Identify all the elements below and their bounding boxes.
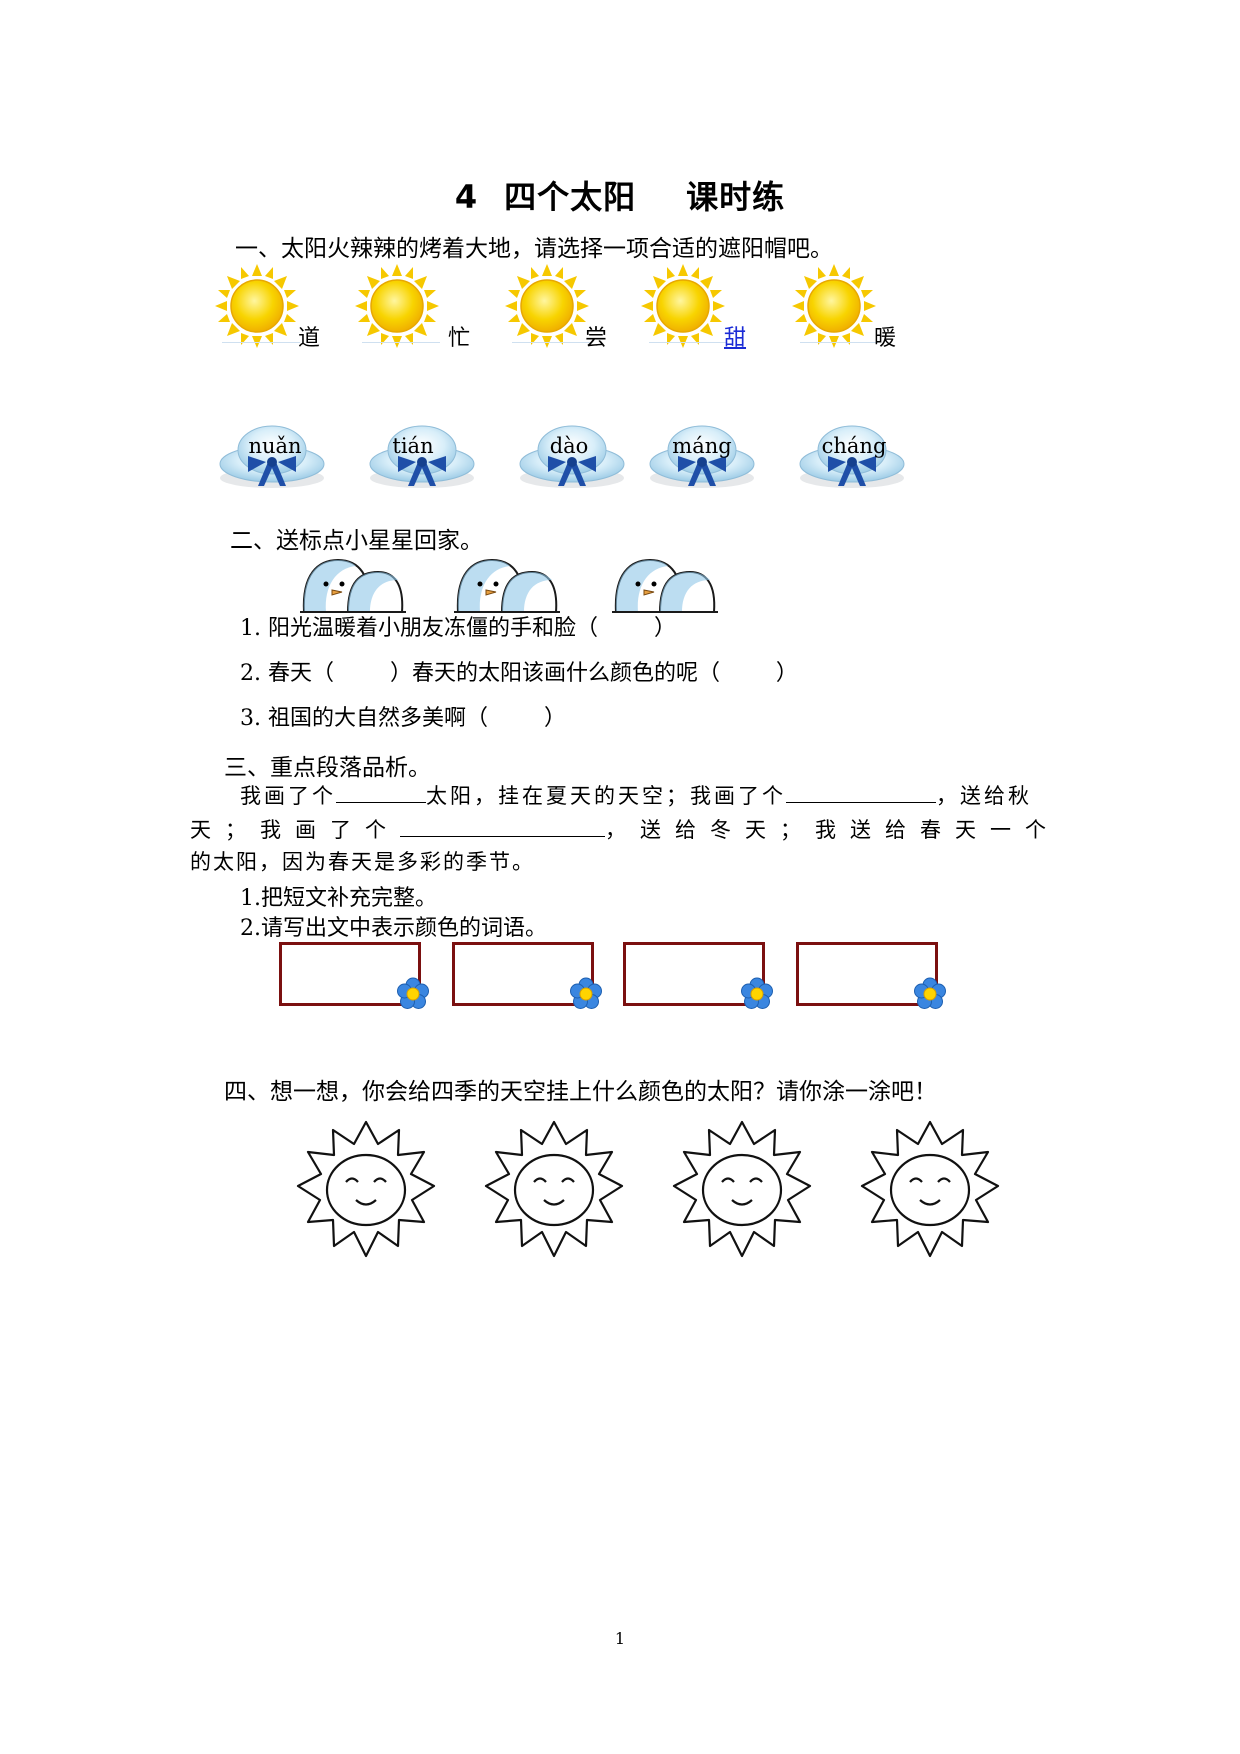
question-2: 2.请写出文中表示颜色的词语。 xyxy=(240,916,547,941)
sun-baseline xyxy=(649,342,727,343)
flower-row xyxy=(397,977,946,1009)
sun-baseline xyxy=(800,342,878,343)
lesson-name: 四个太阳 xyxy=(504,178,637,216)
question-1: 1.把短文补充完整。 xyxy=(240,886,437,911)
penguin-icon xyxy=(299,559,407,613)
hat-pinyin: dào xyxy=(549,434,589,458)
section4-heading: 四、想一想，你会给四季的天空挂上什么颜色的太阳？请你涂一涂吧！ xyxy=(224,1079,937,1105)
sun-baseline xyxy=(222,342,300,343)
hat-pinyin: nuǎn xyxy=(248,434,302,458)
answer-box[interactable] xyxy=(623,942,765,1006)
sun-label: 尝 xyxy=(585,326,608,351)
sun-icon xyxy=(791,263,877,349)
section1-heading: 一、太阳火辣辣的烤着大地，请选择一项合适的遮阳帽吧。 xyxy=(235,236,833,262)
flower-icon xyxy=(914,977,946,1009)
answer-box[interactable] xyxy=(279,942,421,1006)
page-number: 1 xyxy=(614,1629,626,1648)
sun-icon xyxy=(504,263,590,349)
fill-blank[interactable] xyxy=(786,782,936,803)
page-title: 4 四个太阳 课时练 xyxy=(0,172,1240,218)
sun-baseline xyxy=(362,342,440,343)
hat-pinyin: cháng xyxy=(821,434,887,458)
coloring-sun-icon[interactable] xyxy=(860,1120,1000,1258)
hat-pinyin: tián xyxy=(392,434,434,458)
flower-icon xyxy=(397,977,429,1009)
sun-label: 忙 xyxy=(448,326,471,351)
coloring-sun-icon[interactable] xyxy=(484,1120,624,1258)
sun-label-link[interactable]: 甜 xyxy=(724,326,747,351)
lesson-suffix: 课时练 xyxy=(686,178,786,216)
paragraph-line-3: 的太阳，因为春天是多彩的季节。 xyxy=(190,850,535,874)
coloring-sun-icon[interactable] xyxy=(296,1120,436,1258)
sun-icon xyxy=(214,263,300,349)
answer-box[interactable] xyxy=(452,942,594,1006)
sun-icon xyxy=(640,263,726,349)
section2-heading: 二、送标点小星星回家。 xyxy=(230,528,483,554)
sun-label: 暖 xyxy=(874,326,897,351)
paragraph-line-2: 天；我画了个，送给冬天；我送给春天一个 xyxy=(190,816,1060,842)
sun-baseline xyxy=(512,342,590,343)
section3-heading: 三、重点段落品析。 xyxy=(224,755,431,781)
flower-icon xyxy=(741,977,773,1009)
flower-icon xyxy=(570,977,602,1009)
punctuation-item-1: 1. 阳光温暖着小朋友冻僵的手和脸（ ） xyxy=(240,616,676,641)
lesson-number: 4 xyxy=(454,178,479,216)
punctuation-item-2: 2. 春天（ ）春天的太阳该画什么颜色的呢（ ） xyxy=(240,661,798,686)
coloring-sun-icon[interactable] xyxy=(672,1120,812,1258)
sun-icon xyxy=(354,263,440,349)
coloring-sun-row xyxy=(296,1120,1000,1258)
answer-box[interactable] xyxy=(796,942,938,1006)
penguin-row xyxy=(299,559,719,613)
fill-blank[interactable] xyxy=(336,782,426,803)
punctuation-item-3: 3. 祖国的大自然多美啊（ ） xyxy=(240,706,566,731)
penguin-icon xyxy=(453,559,561,613)
hat-pinyin: máng xyxy=(672,434,732,458)
penguin-icon xyxy=(611,559,719,613)
paragraph-line-1: 我画了个太阳，挂在夏天的天空；我画了个，送给秋 xyxy=(240,782,1032,808)
fill-blank[interactable] xyxy=(400,816,605,837)
sun-label: 道 xyxy=(298,326,321,351)
